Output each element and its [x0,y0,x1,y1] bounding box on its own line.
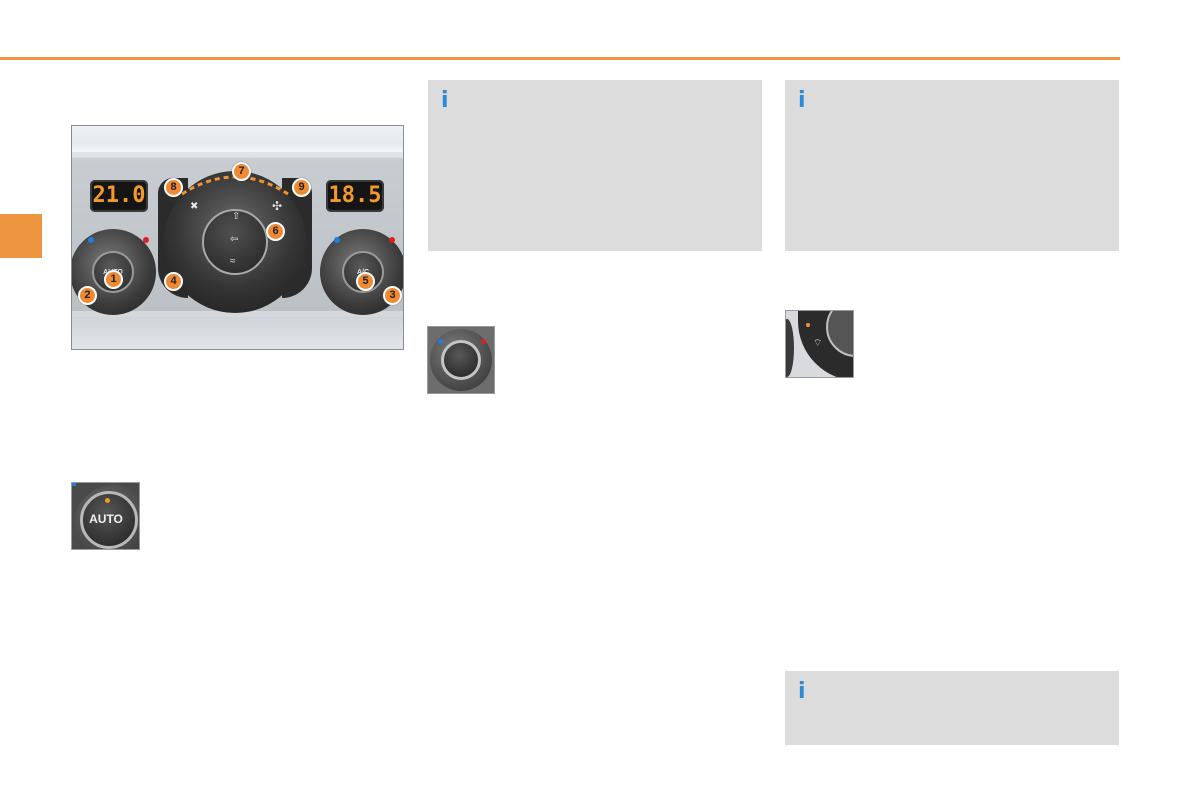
callout-9: 9 [292,178,311,197]
info-icon: i [441,88,449,113]
fan-high-icon: ✣ [272,199,283,213]
recirculation-icon: ⟲ [171,197,181,209]
hot-indicator-dot [143,237,149,243]
temperature-knob-ring [441,340,481,380]
auto-button-label: AUTO [89,512,123,526]
cold-indicator-dot [334,237,340,243]
callout-7: 7 [232,162,251,181]
auto-button-thumbnail: AUTO [71,482,140,550]
panel-bottom-band [72,317,403,349]
info-box-3: i [785,671,1119,745]
callout-4: 4 [164,272,183,291]
adjacent-knob-edge [786,319,794,377]
climate-control-panel-image: 21.0 18.5 AUTO A/C ⇧ ⇦ ≈ ✖ ✣ ⟲ ⌔ ▤ 1 2 3… [71,125,404,350]
callout-8: 8 [164,178,183,197]
air-face-icon: ⇦ [230,234,239,245]
windscreen-demist-icon: ⌔ [813,338,823,349]
hot-indicator-dot [389,237,395,243]
auto-button-ring [80,491,138,549]
info-box-2: i [785,80,1119,251]
air-windscreen-icon: ⇧ [232,211,241,222]
fan-low-icon: ✖ [190,201,199,212]
hot-indicator-dot [481,339,486,344]
air-distribution-knob [202,209,268,275]
rear-screen-demist-icon: ▤ [296,258,306,269]
temperature-knob-thumbnail [427,326,495,394]
callout-3: 3 [383,286,402,305]
info-icon: i [798,679,806,704]
right-temperature-display: 18.5 [326,180,384,212]
central-distribution-dial: ⇧ ⇦ ≈ ✖ ✣ [164,171,306,313]
header-rule [0,57,1120,60]
info-box-1: i [428,80,762,251]
panel-lower-trim [72,311,403,317]
windscreen-demist-icon: ⌔ [172,259,182,270]
callout-6: 6 [266,222,285,241]
demist-button-thumbnail: ⌔ [785,310,854,378]
callout-5: 5 [356,272,375,291]
panel-trim-stripe [72,144,403,152]
auto-indicator-led [105,498,110,503]
cold-indicator-dot [88,237,94,243]
cold-indicator-dot [72,483,76,486]
left-temperature-display: 21.0 [90,180,148,212]
cold-indicator-dot [438,339,443,344]
air-feet-icon: ≈ [230,256,236,267]
callout-2: 2 [78,286,97,305]
demist-indicator-led [806,323,810,327]
callout-1: 1 [104,270,123,289]
info-icon: i [798,88,806,113]
section-tab [0,214,42,258]
